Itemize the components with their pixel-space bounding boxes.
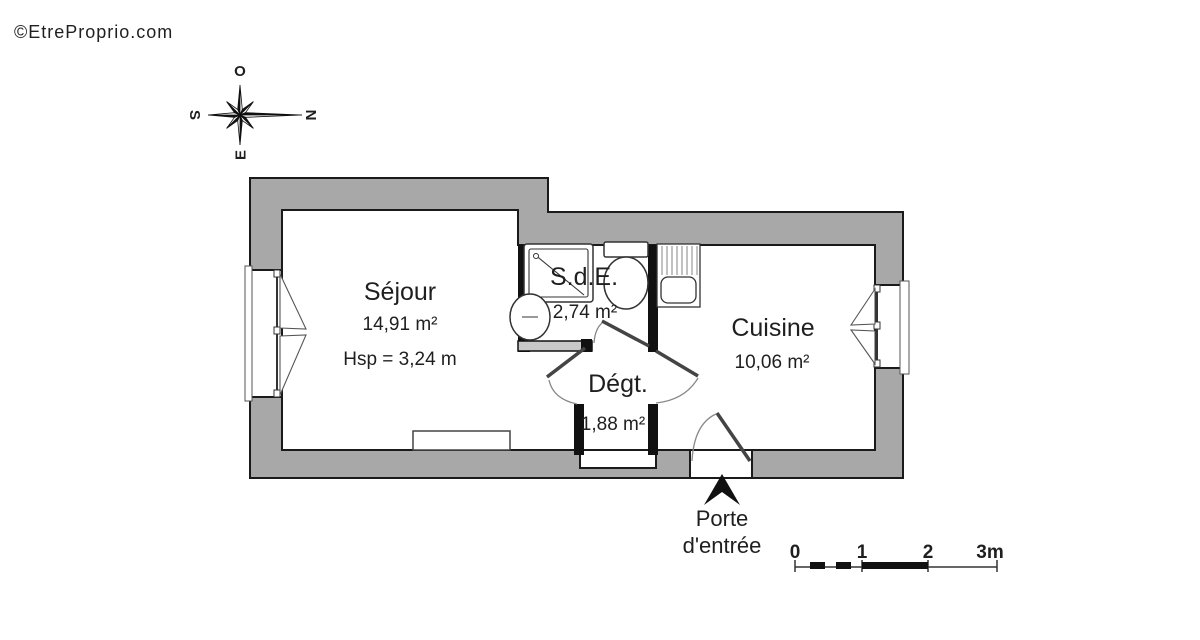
compass-letter-right: N	[302, 110, 319, 121]
window-right-icon	[849, 280, 910, 375]
washbasin-icon	[509, 293, 551, 341]
window-left-icon	[244, 265, 307, 402]
sde-name: S.d.E.	[550, 263, 618, 291]
door-degt-cuisine	[655, 349, 699, 404]
entrance-label-line1: Porte	[696, 506, 749, 531]
scale-bar: 0 1 2 3m	[790, 542, 1004, 572]
scale-tick-1: 1	[857, 542, 868, 563]
scale-tick-3: 3m	[976, 542, 1003, 563]
watermark-text: ©EtreProprio.com	[14, 22, 173, 42]
door-sde-degt	[593, 319, 650, 348]
degt-area: 1,88 m²	[581, 414, 645, 435]
entry-arrow-icon	[704, 474, 740, 505]
kitchen-sink-icon	[656, 243, 701, 308]
entrance-label-line2: d'entrée	[683, 533, 762, 558]
door-entry	[691, 412, 752, 462]
toilet-icon	[603, 241, 649, 310]
compass-letter-left: S	[186, 110, 203, 120]
compass-rose-icon	[207, 84, 303, 146]
degt-name: Dégt.	[588, 370, 648, 398]
radiator	[412, 430, 511, 451]
sde-area: 2,74 m²	[553, 302, 617, 323]
sejour-ceiling-height: Hsp = 3,24 m	[343, 349, 457, 370]
sejour-area: 14,91 m²	[363, 314, 438, 335]
sejour-name: Séjour	[364, 278, 436, 306]
cuisine-area: 10,06 m²	[735, 352, 810, 373]
shower-icon	[523, 243, 594, 303]
compass-letter-bottom: E	[232, 150, 249, 160]
door-sejour-degt	[545, 346, 587, 405]
compass-letter-top: O	[234, 63, 246, 80]
scale-tick-2: 2	[923, 542, 934, 563]
scale-tick-0: 0	[790, 542, 801, 563]
cuisine-name: Cuisine	[731, 314, 814, 342]
